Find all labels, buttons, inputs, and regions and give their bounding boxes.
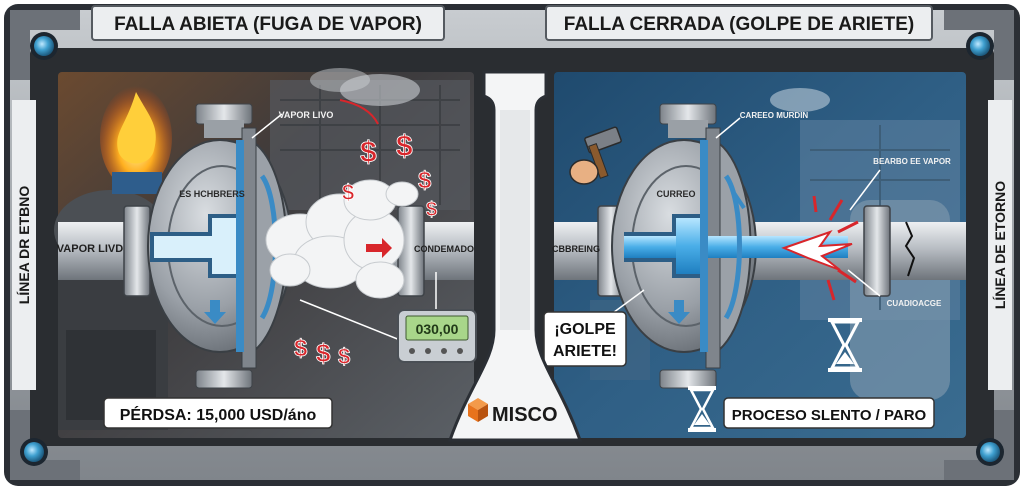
dollar-icon: $ [338, 344, 350, 369]
status-label-box: PROCESO SLENTO / PARO [723, 397, 935, 429]
logo: MISCO [468, 398, 558, 426]
left-valve-assembly: ES HCHBRERS VAPOR LIVD CONDEMADO VAPOR L… [57, 103, 474, 389]
arrow-down-icon [668, 300, 690, 324]
dollar-icon: $ [396, 130, 413, 163]
right-valve-assembly: CURREO CBBREING CAREEO MURDIN BEARBO EE … [552, 103, 966, 389]
flange [863, 205, 891, 297]
hammer-line2: ARIETE! [553, 343, 617, 360]
center-divider [447, 70, 583, 442]
water-hammer-callout: ¡GOLPE ARIETE! [543, 289, 645, 367]
title-left: FALLA ABIETA (FUGA DE VAPOR) [114, 14, 422, 35]
side-label-left: LÍNEA DR ETBNO [16, 186, 32, 305]
arrow-right-icon [366, 238, 392, 258]
hourglass-icon [688, 386, 716, 432]
arrow-down-icon [204, 300, 226, 324]
left-pipe-out-label: CONDEMADO [414, 244, 474, 254]
hammer-line1: ¡GOLPE [554, 321, 616, 338]
right-body-label: CURREO [656, 189, 695, 199]
bolt-icon [34, 36, 54, 56]
left-tag-top: VAPOR LIVO [279, 110, 334, 120]
dollar-icon: $ [342, 180, 354, 205]
side-label-right-group: LÍNEA DE ETORNO [988, 100, 1012, 390]
flange [123, 205, 151, 297]
logo-cube-icon [468, 398, 488, 422]
bolt-icon [970, 36, 990, 56]
status-label: PROCESO SLENTO / PARO [732, 407, 927, 424]
hammer-icon [569, 126, 622, 185]
crack-icon [904, 221, 916, 277]
dollar-icon: $ [418, 167, 432, 194]
side-label-right: LÍNEA DE ETORNO [992, 181, 1008, 309]
meter-value: 030,00 [416, 321, 459, 337]
dollar-icon: $ [316, 338, 331, 368]
dollar-icon: $ [294, 335, 308, 362]
loss-label-box: PÉRDSA: 15,000 USD/áno [103, 397, 333, 429]
flow-meter: 030,00 [299, 272, 477, 363]
right-impact-label: BEARBO EE VAPOR [873, 157, 951, 166]
dollar-icons: $ $ $ $ $ $ $ $ [294, 130, 438, 370]
right-tag-top: CAREEO MURDIN [740, 111, 809, 120]
flame-icon [117, 92, 156, 164]
loss-label: PÉRDSA: 15,000 USD/áno [120, 405, 317, 424]
impact-burst-icon [781, 195, 859, 301]
title-banner-left: FALLA ABIETA (FUGA DE VAPOR) [91, 5, 445, 41]
title-banner-right: FALLA CERRADA (GOLPE DE ARIETE) [545, 5, 933, 41]
bolt-icon [980, 442, 1000, 462]
steam-cloud [265, 179, 419, 299]
left-pipe-in-label: VAPOR LIVD [57, 243, 123, 255]
bolt-icon [24, 442, 44, 462]
right-pipe-in-label: CBBREING [552, 244, 600, 254]
hourglass-icon [828, 318, 862, 372]
title-right: FALLA CERRADA (GOLPE DE ARIETE) [564, 14, 914, 35]
right-crack-label: CUADIOACGE [887, 299, 942, 308]
left-body-label: ES HCHBRERS [179, 189, 245, 199]
dollar-icon: $ [360, 136, 377, 169]
dollar-icon: $ [426, 199, 437, 221]
side-label-left-group: LÍNEA DR ETBNO [12, 100, 36, 390]
logo-text: MISCO [492, 404, 558, 426]
bolt-icons [20, 32, 1004, 466]
